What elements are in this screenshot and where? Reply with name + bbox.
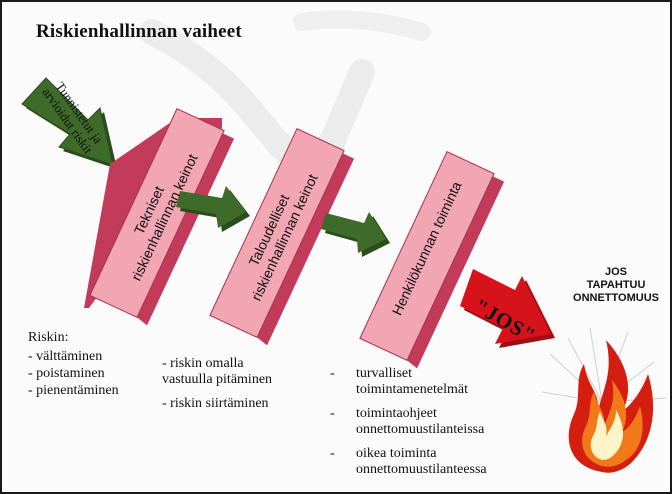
list-item: - turvalliset toimintamenetelmät [330, 366, 487, 398]
list-item-line: oikea toiminta [356, 446, 487, 462]
list-item-line: onnettomuustilanteissa [356, 422, 487, 438]
connector-arrow-2 [321, 212, 390, 257]
list-item-line: turvalliset [356, 366, 487, 382]
list-item: - poistaminen [28, 365, 119, 382]
list-heading: Riskin: [28, 329, 119, 346]
list-item-line: toimintamenetelmät [356, 382, 487, 398]
list-item: - oikea toiminta onnettomuustilanteessa [330, 446, 487, 478]
warning-line-3: ONNETTOMUUS [564, 292, 668, 305]
financial-measures-list: - riskin omalla vastuulla pitäminen - ri… [162, 356, 272, 412]
technical-measures-list: Riskin: - välttäminen - poistaminen - pi… [28, 329, 119, 399]
accident-warning: JOS TAPAHTUU ONNETTOMUUS [564, 266, 668, 305]
list-bullet: - [330, 366, 335, 382]
list-item-line: toimintaohjeet [356, 406, 487, 422]
step-box-3-shape [360, 152, 504, 369]
list-item-line: onnettomuustilanteessa [356, 462, 487, 478]
list-item: - riskin siirtäminen [162, 396, 272, 412]
list-item: vastuulla pitäminen [162, 372, 272, 388]
warning-line-2: TAPAHTUU [564, 279, 668, 292]
list-item: - välttäminen [28, 348, 119, 365]
fire-icon [569, 340, 653, 473]
list-bullet: - [330, 406, 335, 422]
list-item: - toimintaohjeet onnettomuustilanteissa [330, 406, 487, 438]
list-bullet: - [330, 446, 335, 462]
staff-actions-list: - turvalliset toimintamenetelmät - toimi… [330, 366, 487, 486]
list-item: - pienentäminen [28, 382, 119, 399]
list-item: - riskin omalla [162, 356, 272, 372]
warning-line-1: JOS [564, 266, 668, 279]
